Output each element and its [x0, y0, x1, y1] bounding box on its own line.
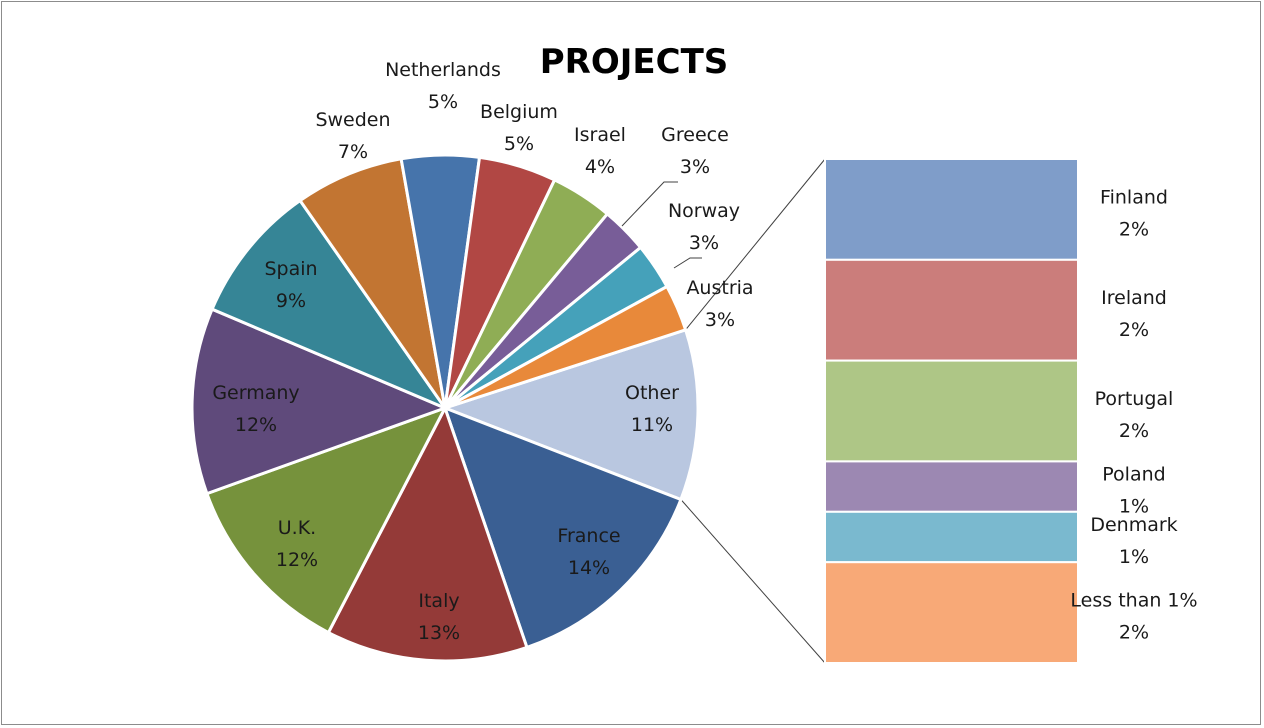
pie-slice-other	[443, 328, 700, 502]
slice-pct-italy: 13%	[418, 622, 460, 644]
bar-pct-less-than-1: 2%	[1119, 622, 1149, 644]
connector-line-top	[685, 158, 826, 331]
slice-label-italy: Italy	[418, 590, 459, 612]
pie-slices	[190, 153, 700, 663]
slice-pct-u-k: 12%	[276, 549, 318, 571]
pie-slice-sweden	[298, 157, 447, 410]
slice-label-greece: Greece	[661, 124, 729, 146]
bar-pct-ireland: 2%	[1119, 319, 1149, 341]
pie-slice-austria	[443, 285, 688, 410]
slice-pct-france: 14%	[568, 557, 610, 579]
bar-label-poland: Poland	[1102, 464, 1165, 486]
bar-segment-finland	[824, 158, 1079, 261]
slice-pct-spain: 9%	[276, 290, 306, 312]
slice-pct-germany: 12%	[235, 414, 277, 436]
bar-segment-portugal	[824, 359, 1079, 463]
slice-pct-belgium: 5%	[504, 133, 534, 155]
connector-line-bottom	[680, 499, 826, 664]
slice-pct-norway: 3%	[689, 232, 719, 254]
bar-label-denmark: Denmark	[1090, 514, 1177, 536]
bar-pct-poland: 1%	[1119, 496, 1149, 518]
bar-label-finland: Finland	[1100, 186, 1168, 208]
slice-label-germany: Germany	[212, 382, 299, 404]
leader-line-norway	[673, 257, 702, 269]
bar-pct-denmark: 1%	[1119, 546, 1149, 568]
pie-slice-spain	[210, 199, 447, 410]
slice-pct-other: 11%	[631, 414, 673, 436]
slice-label-israel: Israel	[574, 124, 626, 146]
pie-slice-france	[443, 406, 683, 649]
slice-pct-greece: 3%	[680, 156, 710, 178]
slice-label-other: Other	[625, 382, 679, 404]
bar-pct-finland: 2%	[1119, 218, 1149, 240]
pie-slice-u-k	[205, 406, 447, 635]
slice-pct-sweden: 7%	[338, 141, 368, 163]
bar-pct-portugal: 2%	[1119, 420, 1149, 442]
bar-segment-denmark	[824, 510, 1079, 564]
slice-label-norway: Norway	[668, 200, 740, 222]
leader-lines	[621, 181, 702, 269]
slice-label-france: France	[557, 525, 620, 547]
chart-title: PROJECTS	[540, 42, 729, 82]
pie-slice-italy	[326, 406, 529, 663]
pie-slice-germany	[190, 307, 447, 496]
bar-label-portugal: Portugal	[1095, 388, 1174, 410]
slice-pct-israel: 4%	[585, 156, 615, 178]
bar-segment-less-than-1	[824, 561, 1079, 665]
bar-connector-lines	[680, 158, 826, 664]
bar-label-ireland: Ireland	[1101, 287, 1167, 309]
slice-pct-austria: 3%	[705, 309, 735, 331]
breakdown-bar	[824, 158, 1079, 665]
bar-segment-poland	[824, 460, 1079, 513]
bar-label-less-than-1: Less than 1%	[1070, 590, 1197, 612]
slice-label-sweden: Sweden	[315, 109, 390, 131]
slice-label-netherlands: Netherlands	[385, 59, 501, 81]
slice-label-spain: Spain	[264, 258, 317, 280]
data-labels: Other 11% France 14% Italy 13% U.K. 12% Germany 1…	[212, 59, 1197, 644]
slice-label-u-k: U.K.	[278, 517, 316, 539]
slice-pct-netherlands: 5%	[428, 91, 458, 113]
slice-label-austria: Austria	[686, 277, 753, 299]
leader-line-greece	[621, 181, 678, 227]
slice-label-belgium: Belgium	[480, 101, 558, 123]
bar-segment-ireland	[824, 258, 1079, 362]
